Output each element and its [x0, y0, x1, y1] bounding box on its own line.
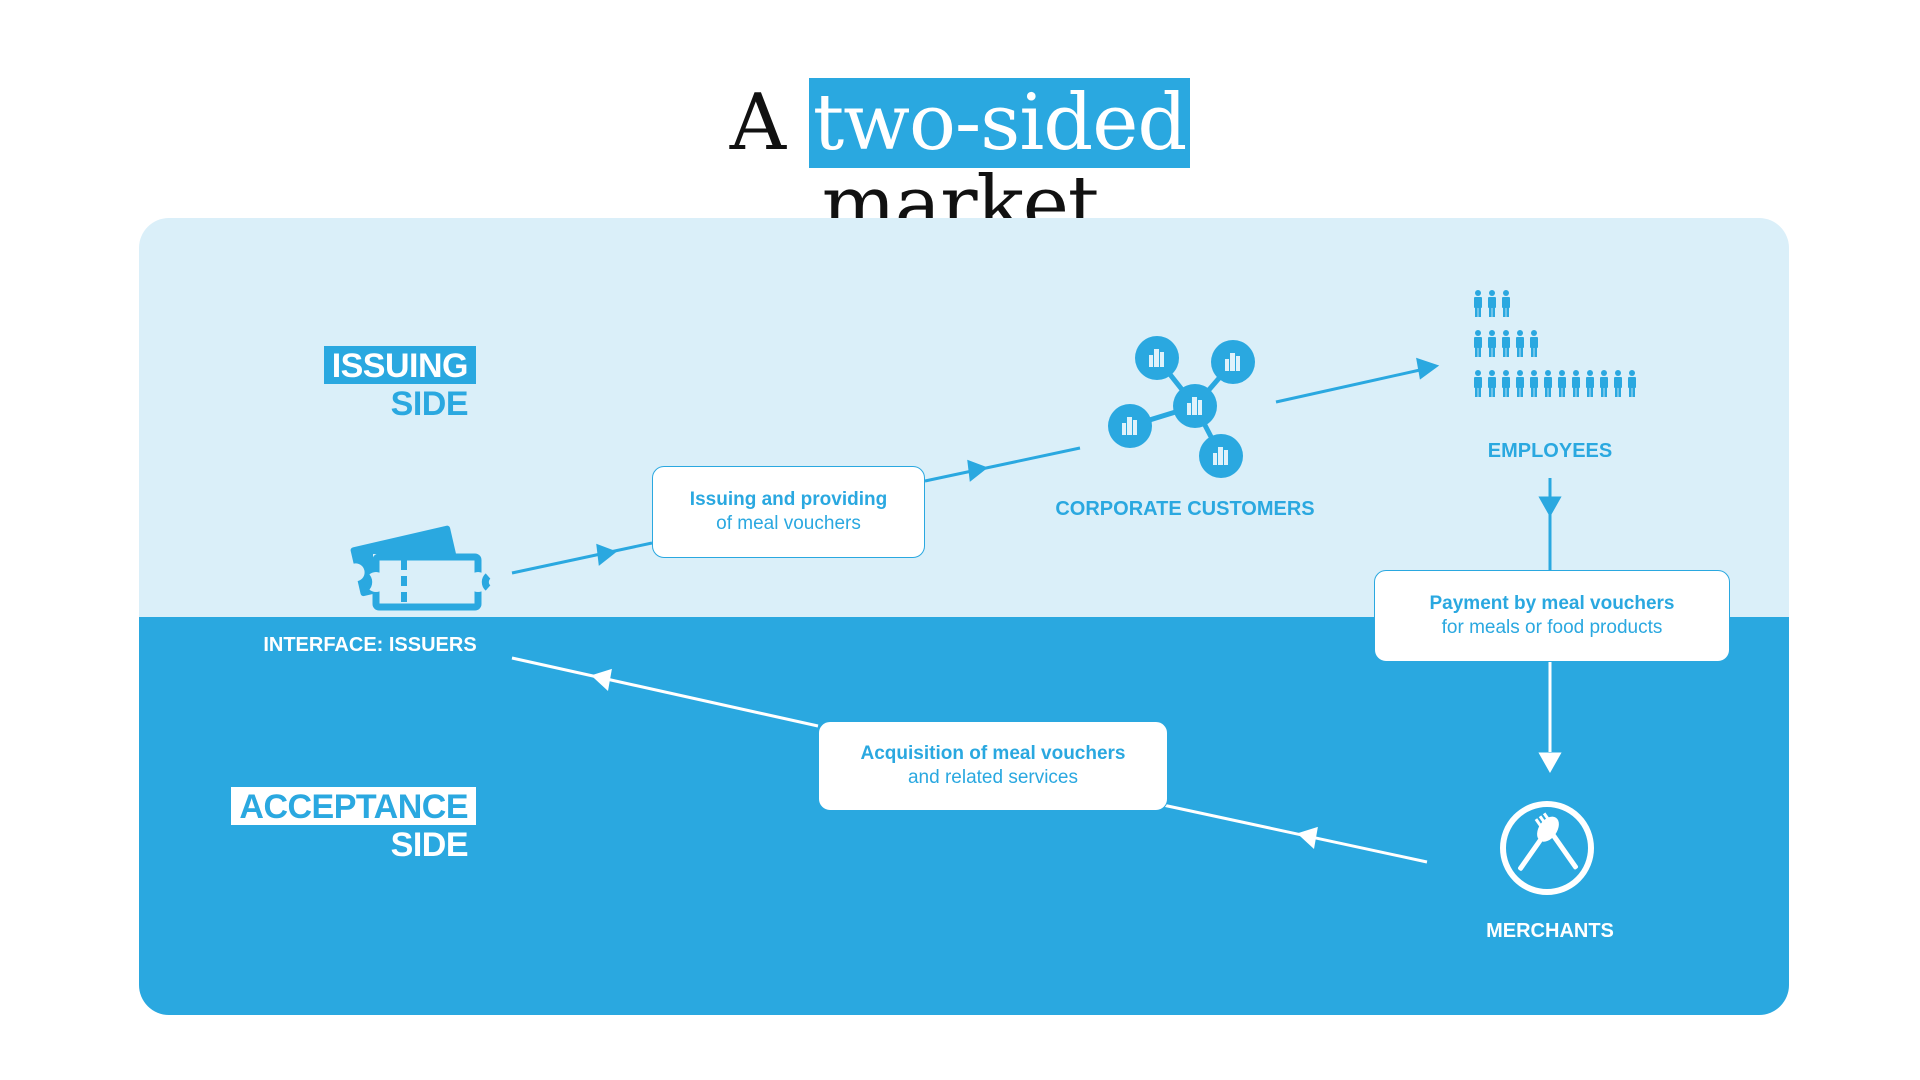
acquisition-box: Acquisition of meal vouchers and related… — [818, 721, 1168, 811]
payment-box-title: Payment by meal vouchers — [1429, 593, 1675, 614]
arrow-box-to-corporate — [924, 446, 1081, 483]
people-icon — [1474, 290, 1636, 397]
acceptance-side-label: ACCEPTANCE SIDE — [186, 787, 476, 863]
network-icon — [1108, 336, 1255, 478]
merchants-label: MERCHANTS — [1486, 920, 1614, 942]
acquisition-box-subtitle: and related services — [907, 767, 1079, 788]
acceptance-word: ACCEPTANCE — [231, 787, 476, 825]
title-line-1: A two-sided — [0, 78, 1920, 168]
issuing-side-label: ISSUING SIDE — [296, 346, 476, 422]
title-highlight: two-sided — [808, 78, 1191, 168]
payment-box-subtitle: for meals or food products — [1441, 617, 1663, 638]
acceptance-side-word: SIDE — [390, 826, 469, 864]
issuing-word: ISSUING — [323, 346, 476, 384]
payment-box: Payment by meal vouchers for meals or fo… — [1374, 570, 1730, 662]
arrow-issuers-to-box — [511, 541, 653, 575]
arrow-corporate-to-employees — [1275, 357, 1440, 404]
cutlery-icon — [1500, 801, 1594, 895]
issuing-box-title: Issuing and providing — [689, 489, 888, 510]
acquisition-box-title: Acquisition of meal vouchers — [860, 743, 1126, 764]
arrow-to-merchants — [1538, 662, 1562, 774]
title-prefix: A — [729, 78, 786, 168]
arrow-box-to-issuers — [511, 656, 819, 728]
arrow-merchants-to-box — [1162, 803, 1428, 864]
issuing-side-word: SIDE — [390, 385, 469, 423]
issuers-label: INTERFACE: ISSUERS — [263, 634, 477, 656]
ticket-icon — [346, 525, 491, 611]
employees-label: EMPLOYEES — [1487, 440, 1613, 462]
issuing-box: Issuing and providing of meal vouchers — [652, 466, 925, 558]
corporate-customers-label: CORPORATE CUSTOMERS — [1055, 498, 1315, 520]
issuing-box-subtitle: of meal vouchers — [716, 513, 861, 534]
arrow-employees-down — [1538, 478, 1562, 570]
